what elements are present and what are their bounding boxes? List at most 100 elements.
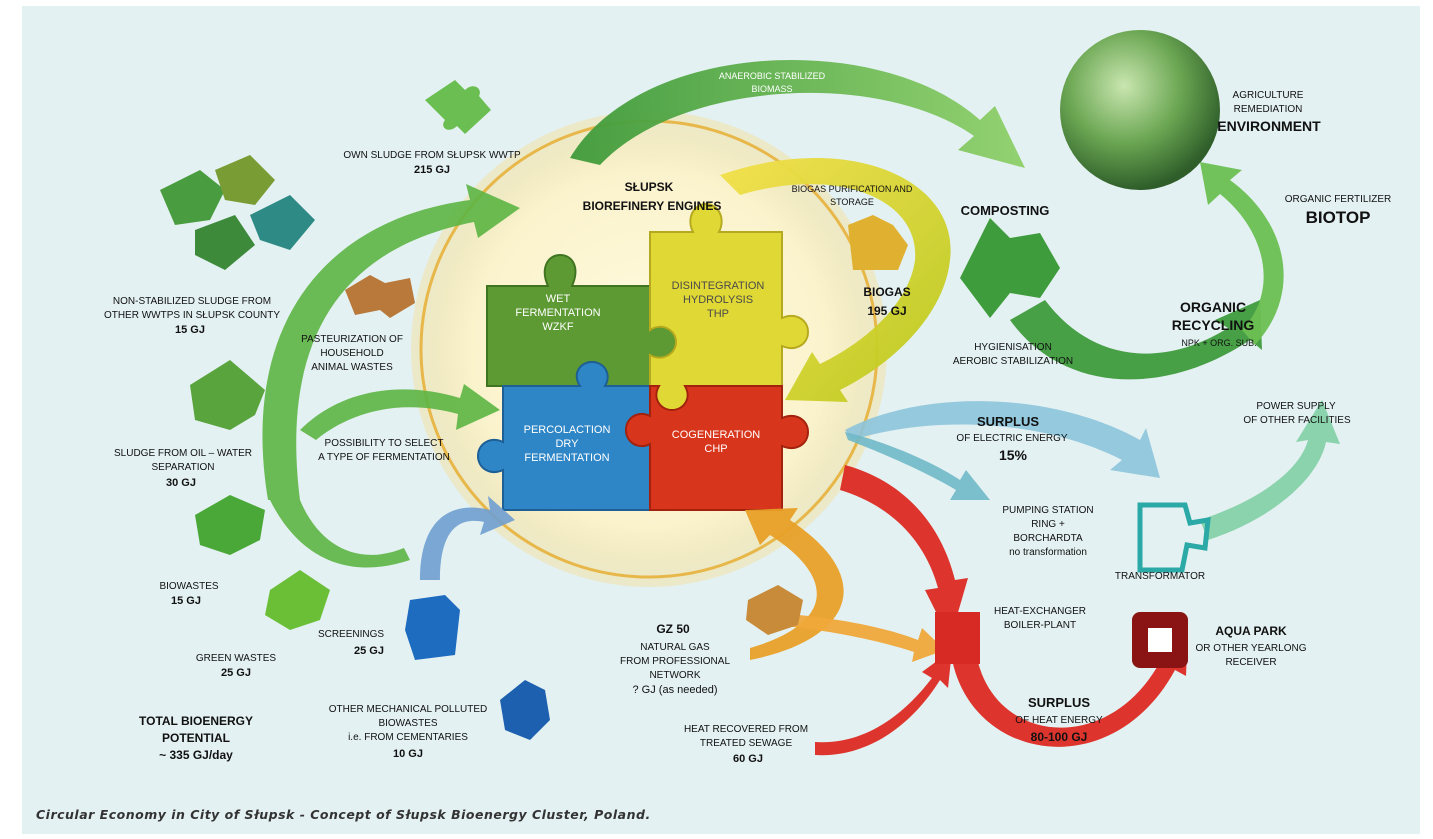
power-supply-line2: OF OTHER FACILITIES (1243, 415, 1351, 426)
arrow-biogas (720, 158, 951, 402)
arrow-anaerobic-to-composting (570, 59, 1025, 168)
arrow-blue-percolaction-in (420, 496, 515, 580)
icon-puzzle-biogas (848, 215, 908, 270)
icon-puzzle-biowastes (195, 495, 265, 555)
piece-wet-label-2: FERMENTATION (515, 307, 601, 319)
aqua-park-line2: RECEIVER (1225, 657, 1277, 668)
surplus-electric-line1: SURPLUS (976, 414, 1040, 429)
biotop-label: BIOTOP (1305, 208, 1371, 227)
icon-puzzle-green (265, 570, 330, 630)
oil-water-line2: SEPARATION (151, 462, 215, 473)
icon-puzzle-cluster (160, 155, 315, 270)
piece-disintegration (649, 202, 810, 412)
anaerobic-line2: BIOMASS (751, 84, 793, 94)
arrow-chp-to-heat (840, 465, 968, 640)
env-line2: REMEDIATION (1233, 104, 1303, 115)
arrow-composting-to-recycling (1010, 300, 1262, 380)
aqua-park-label: AQUA PARK (1215, 624, 1287, 638)
biogas-label: BIOGAS (863, 285, 911, 299)
screenings-label: SCREENINGS (317, 629, 385, 640)
heat-recovered-line1: HEAT RECOVERED FROM (683, 724, 809, 735)
arrow-own-sludge-in (262, 184, 520, 500)
recycling-line3: NPK + ORG. SUB. (1181, 338, 1257, 348)
recycling-line2: RECYCLING (1171, 317, 1255, 333)
arrow-electric-to-transformator (845, 401, 1160, 478)
heat-recovered-value: 60 GJ (733, 753, 763, 765)
gz50-label: GZ 50 (656, 622, 690, 636)
arrow-electric-to-pumping (845, 432, 990, 500)
piece-wet-label-3: WZKF (542, 321, 574, 333)
select-fermentation-line2: A TYPE OF FERMENTATION (318, 452, 450, 463)
pumping-line2: RING + (1031, 519, 1065, 530)
aqua-park-line1: OR OTHER YEARLONG (1195, 643, 1307, 654)
icon-puzzle-heat (935, 612, 980, 664)
gz50-line1: NATURAL GAS (640, 642, 710, 653)
total-line2: POTENTIAL (162, 731, 230, 745)
piece-wet-label-1: WET (545, 293, 571, 305)
other-mech-line3: i.e. FROM CEMENTARIES (348, 732, 468, 743)
piece-dis-label-1: DISINTEGRATION (671, 280, 765, 292)
composting-line2: AEROBIC STABILIZATION (952, 356, 1074, 367)
surplus-heat-line2: OF HEAT ENERGY (1015, 715, 1103, 726)
arrow-gas-to-chp (745, 508, 844, 660)
arrow-to-biotop (1200, 162, 1284, 345)
pumping-line4: no transformation (1009, 547, 1087, 558)
pasteurization-line2: HOUSEHOLD (320, 348, 384, 359)
figure-caption: Circular Economy in City of Słupsk - Con… (36, 807, 651, 822)
total-line3: ~ 335 GJ/day (159, 748, 233, 762)
heat-exchanger-line1: HEAT-EXCHANGER (993, 606, 1087, 617)
arrow-bottom-left-curve (270, 500, 410, 568)
surplus-electric-line2: OF ELECTRIC ENERGY (956, 433, 1068, 444)
icon-puzzle-screenings (405, 595, 460, 660)
piece-perc-label-1: PERCOLACTION (523, 424, 611, 436)
icon-puzzle-transformator (1137, 502, 1211, 573)
other-mech-line1: OTHER MECHANICAL POLLUTED (328, 704, 488, 715)
recycling-line1: ORGANIC (1179, 299, 1247, 315)
gz50-line3: NETWORK (649, 670, 701, 681)
arrow-heat-surplus (950, 625, 1188, 747)
piece-dis-label-3: THP (707, 308, 729, 320)
arrow-gas-to-heat (760, 612, 945, 662)
arrow-heat-recovered (815, 650, 952, 756)
anaerobic-line1: ANAEROBIC STABILIZED (718, 71, 826, 81)
icon-puzzle-oil (190, 360, 265, 430)
total-line1: TOTAL BIOENERGY (138, 714, 254, 728)
green-wastes-value: 25 GJ (221, 667, 251, 679)
non-stabilized-line2: OTHER WWTPS IN SŁUPSK COUNTY (103, 310, 281, 321)
composting-label: COMPOSTING (960, 203, 1050, 218)
surplus-electric-value: 15% (998, 447, 1028, 463)
piece-chp-label-2: CHP (704, 443, 728, 455)
biowastes-label: BIOWASTES (159, 581, 219, 592)
other-mech-value: 10 GJ (393, 748, 423, 760)
center-title-line2: BIOREFINERY ENGINES (582, 199, 722, 213)
non-stabilized-value: 15 GJ (175, 324, 205, 336)
center-title-line1: SŁUPSK (624, 180, 674, 194)
piece-dis-label-2: HYDROLYSIS (682, 294, 754, 306)
piece-chp-label-1: COGENERATION (671, 429, 761, 441)
biogas-purif-line1: BIOGAS PURIFICATION AND (791, 184, 913, 194)
transformator-label: TRANSFORMATOR (1114, 571, 1206, 582)
arrow-transformator-to-power (1200, 400, 1340, 540)
pumping-line1: PUMPING STATION (1002, 505, 1094, 516)
own-sludge-label: OWN SLUDGE FROM SŁUPSK WWTP (343, 150, 521, 161)
gz50-line4: ? GJ (as needed) (632, 684, 718, 696)
biogas-value: 195 GJ (867, 304, 907, 318)
piece-perc-label-2: DRY (555, 438, 579, 450)
biogas-purif-line2: STORAGE (830, 197, 874, 207)
arrow-select-fermentation (300, 384, 500, 440)
icon-puzzle-gas (746, 585, 803, 635)
green-wastes-label: GREEN WASTES (195, 653, 277, 664)
other-mech-line2: BIOWASTES (378, 718, 438, 729)
heat-recovered-line2: TREATED SEWAGE (699, 738, 793, 749)
screenings-value: 25 GJ (354, 645, 384, 657)
biotop-line1: ORGANIC FERTILIZER (1284, 194, 1392, 205)
surplus-heat-value: 80-100 GJ (1030, 730, 1088, 744)
oil-water-line1: SLUDGE FROM OIL – WATER (114, 448, 252, 459)
env-line1: AGRICULTURE (1232, 90, 1304, 101)
select-fermentation-line1: POSSIBILITY TO SELECT (324, 438, 444, 449)
icon-globe (1060, 30, 1220, 190)
pumping-line3: BORCHARDTA (1013, 533, 1083, 544)
power-supply-line1: POWER SUPPLY (1256, 401, 1336, 412)
surplus-heat-line1: SURPLUS (1027, 695, 1091, 710)
